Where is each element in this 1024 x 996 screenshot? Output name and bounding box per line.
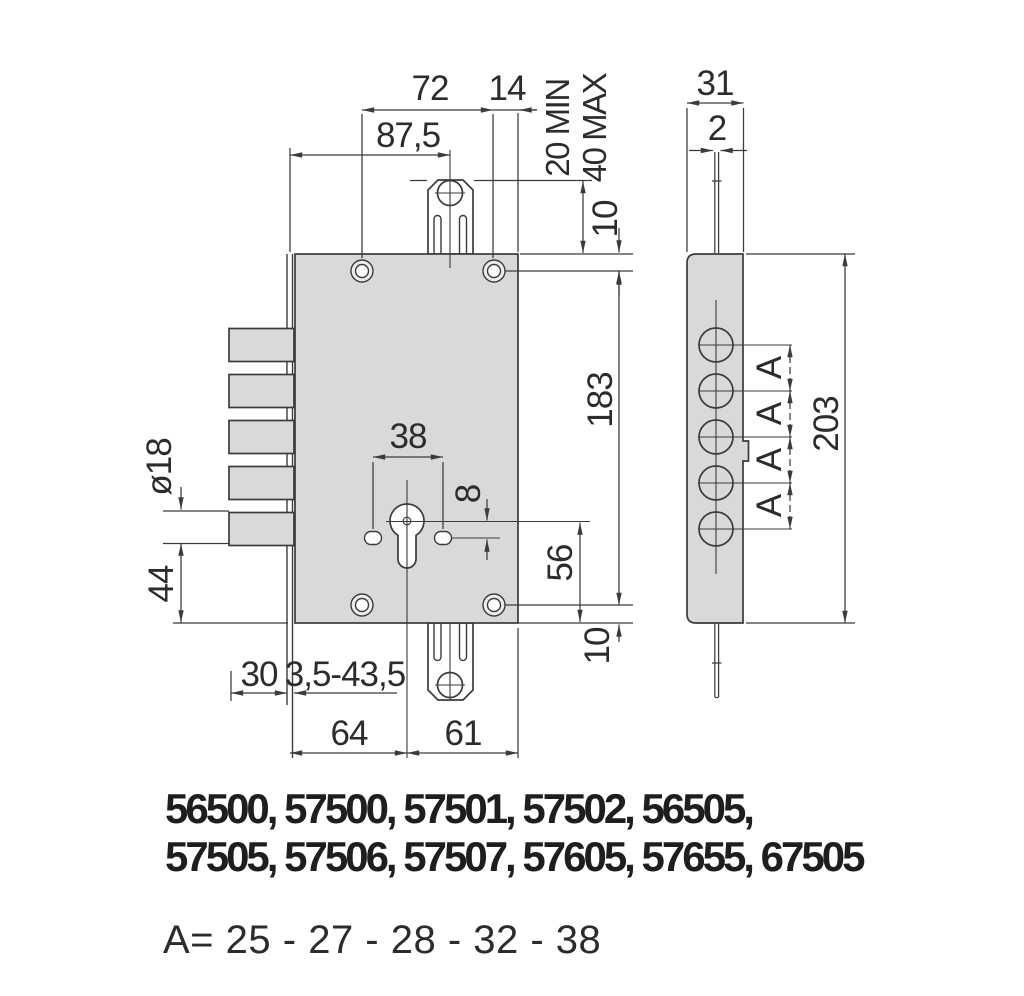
deadbolt-4	[228, 465, 295, 501]
dim-8-label: 8	[449, 485, 488, 503]
dim-203-label: 203	[807, 396, 846, 451]
dim-31-label: 31	[697, 64, 734, 103]
dim-plate-to-tab: 87,5	[289, 116, 451, 268]
dim-10-bottom-label: 10	[578, 627, 617, 664]
screw-hole-top-left	[350, 259, 374, 283]
side-view	[686, 152, 792, 699]
dim-87-5-label: 87,5	[376, 116, 440, 155]
bottom-tab-slot	[458, 622, 468, 662]
dim-2-label: 2	[708, 109, 726, 148]
footer-text: 56500, 57500, 57501, 57502, 56505, 57505…	[163, 785, 868, 962]
dim-hole-to-edge: 14	[489, 69, 537, 252]
dim-14-label: 14	[489, 69, 526, 108]
dim-o18-label: ø18	[140, 438, 179, 495]
dim-holes-spacing: 183	[505, 271, 633, 606]
deadbolt-3	[228, 419, 295, 455]
dim-72-label: 72	[412, 69, 449, 108]
dim-bottom-edge-to-holes: 10	[518, 622, 633, 664]
dim-30-label: 30	[241, 655, 278, 694]
dim-183-label: 183	[581, 372, 620, 427]
dim-plate-to-cyl: 64	[290, 628, 519, 758]
model-numbers-line-1: 56500, 57500, 57501, 57502, 56505,	[165, 785, 752, 832]
deadbolt-5	[228, 511, 295, 547]
top-tab-slot	[433, 214, 442, 255]
bottom-tab-slot	[433, 622, 442, 662]
dim-44-label: 44	[142, 565, 181, 602]
front-view-dimensions: 72 14 87,5 20 MIN 40 MAX	[140, 69, 633, 758]
dim-interaxis: A A A A	[750, 345, 793, 529]
dim-bolt-diameter: ø18	[140, 438, 229, 545]
dim-cyl-offset: 8	[449, 485, 490, 560]
deadbolt-2	[228, 373, 295, 409]
screw-hole-top-right	[482, 259, 506, 283]
dim-A-label-3: A	[750, 447, 789, 471]
faceplate-edge	[712, 152, 722, 699]
dim-20min-label: 20 MIN	[539, 79, 576, 176]
cylinder-fixing-hole-left	[363, 530, 383, 546]
dim-top-edge-to-holes: 10	[505, 200, 633, 295]
dim-38-label: 38	[390, 417, 427, 456]
dim-A-label-2: A	[750, 401, 789, 425]
screw-hole-bottom-left	[350, 593, 374, 617]
dim-61-label: 61	[445, 714, 482, 753]
dim-56-label: 56	[541, 545, 580, 582]
dim-depth: 31	[686, 64, 745, 252]
screw-hole-bottom-right	[482, 593, 506, 617]
dim-A-label-1: A	[750, 355, 789, 379]
interaxis-values: A= 25 - 27 - 28 - 32 - 38	[163, 918, 601, 962]
dim-bolt-to-bottom: 44	[142, 543, 288, 624]
model-numbers-line-2: 57505, 57506, 57507, 57605, 57655, 67505	[165, 833, 865, 880]
dim-cyl-to-body-edge: 61	[407, 714, 518, 756]
dim-plate-thickness: 2	[689, 109, 747, 154]
top-tab-slot	[458, 214, 468, 255]
dim-range-label: 3,5-43,5	[285, 655, 405, 694]
dim-10-top-label: 10	[586, 200, 625, 237]
dim-body-length: 203	[746, 253, 855, 624]
dim-adjust-range: 3,5-43,5	[285, 655, 406, 696]
dim-tab-adjustment: 20 MIN 40 MAX	[410, 72, 613, 253]
side-view-dimensions: 31 2 A A A A 203	[686, 64, 855, 624]
cylinder-fixing-hole-right	[433, 530, 453, 546]
dim-cyl-to-bottom: 56	[541, 522, 583, 622]
dim-fix-holes-spacing: 38	[372, 417, 444, 529]
dim-top-span: 72	[361, 69, 494, 258]
dim-64-label: 64	[331, 714, 368, 753]
front-view	[228, 179, 590, 758]
dim-40max-label: 40 MAX	[576, 72, 613, 182]
deadbolt-1	[228, 327, 295, 363]
dim-A-label-4: A	[750, 493, 789, 517]
dim-bolt-throw: 30	[230, 655, 287, 701]
